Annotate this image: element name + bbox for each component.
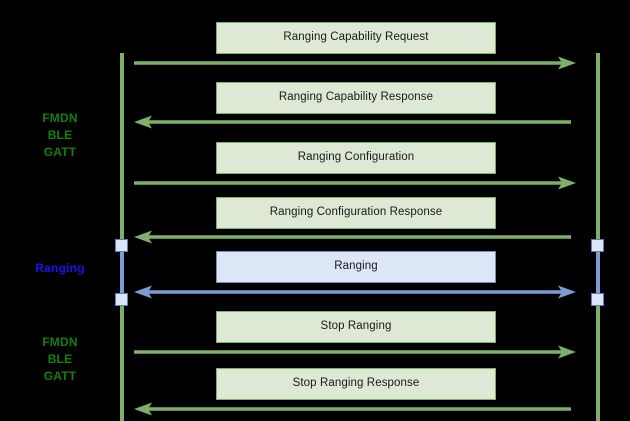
phase-label-line: FMDN bbox=[42, 111, 78, 125]
message-box-stop-ranging[interactable]: Stop Ranging bbox=[216, 311, 496, 343]
right-lifeline-upper[interactable] bbox=[596, 53, 600, 244]
arrow-left-stop-ranging-response[interactable] bbox=[134, 402, 571, 416]
message-box-ranging-capability-response[interactable]: Ranging Capability Response bbox=[216, 82, 496, 114]
phase-label-line: Ranging bbox=[35, 261, 85, 275]
left-lifeline-upper[interactable] bbox=[120, 53, 124, 244]
arrow-bidirectional-ranging[interactable] bbox=[134, 285, 576, 299]
phase-label-fmdn-ble-gatt-top: FMDN BLE GATT bbox=[14, 110, 106, 161]
arrow-left-ranging-capability-response[interactable] bbox=[134, 115, 571, 129]
phase-label-line: BLE bbox=[47, 352, 73, 367]
arrow-right-stop-ranging[interactable] bbox=[134, 345, 576, 359]
message-box-stop-ranging-response[interactable]: Stop Ranging Response bbox=[216, 368, 496, 400]
right-lifeline-handle-bottom[interactable] bbox=[591, 293, 604, 306]
phase-label-fmdn-ble-gatt-bottom: FMDN BLE GATT bbox=[14, 334, 106, 385]
message-label: Ranging Configuration bbox=[297, 151, 415, 164]
message-label: Ranging Configuration Response bbox=[269, 206, 443, 219]
right-lifeline-lower[interactable] bbox=[596, 298, 600, 421]
message-box-ranging-configuration[interactable]: Ranging Configuration bbox=[216, 142, 496, 174]
message-label: Ranging Capability Response bbox=[278, 91, 434, 104]
message-label: Stop Ranging Response bbox=[292, 377, 420, 390]
left-lifeline-handle-top[interactable] bbox=[115, 239, 128, 252]
phase-label-ranging: Ranging bbox=[14, 260, 106, 277]
message-label: Stop Ranging bbox=[320, 320, 392, 333]
phase-label-line: BLE bbox=[47, 128, 73, 143]
left-lifeline-handle-bottom[interactable] bbox=[115, 293, 128, 306]
right-lifeline-ranging-segment[interactable] bbox=[596, 244, 600, 300]
message-box-ranging-configuration-response[interactable]: Ranging Configuration Response bbox=[216, 197, 496, 229]
message-box-ranging-capability-request[interactable]: Ranging Capability Request bbox=[216, 22, 496, 54]
phase-label-line: FMDN bbox=[42, 335, 78, 349]
left-lifeline-ranging-segment[interactable] bbox=[120, 244, 124, 300]
phase-label-line: GATT bbox=[43, 369, 77, 384]
arrow-right-ranging-configuration[interactable] bbox=[134, 176, 576, 190]
arrow-right-ranging-capability-request[interactable] bbox=[134, 56, 576, 70]
right-lifeline-handle-top[interactable] bbox=[591, 239, 604, 252]
message-box-ranging[interactable]: Ranging bbox=[216, 251, 496, 283]
message-label: Ranging bbox=[334, 260, 378, 273]
left-lifeline-lower[interactable] bbox=[120, 298, 124, 421]
message-label: Ranging Capability Request bbox=[283, 31, 429, 44]
phase-label-line: GATT bbox=[43, 145, 77, 160]
arrow-left-ranging-configuration-response[interactable] bbox=[134, 230, 571, 244]
